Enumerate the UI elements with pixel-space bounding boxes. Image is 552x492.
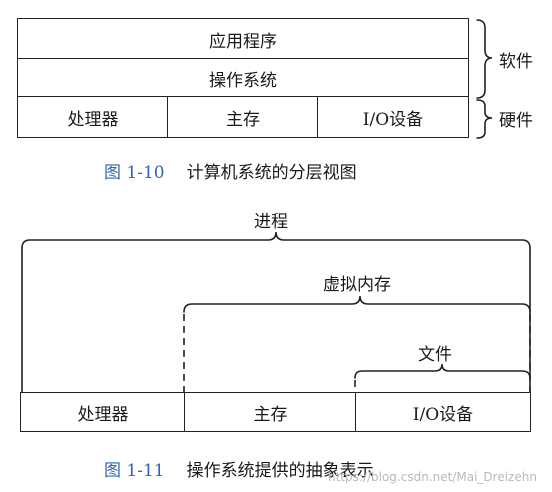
io-devices-box-2: I/O设备 [355, 392, 531, 432]
process-brace [21, 231, 531, 249]
files-label: 文件 [418, 345, 452, 365]
process-label: 进程 [254, 212, 288, 232]
hardware-label: 硬件 [499, 111, 533, 131]
applications-label: 应用程序 [209, 31, 277, 52]
io-devices-label-2: I/O设备 [412, 404, 474, 425]
applications-layer: 应用程序 [17, 18, 469, 60]
caption-text: 计算机系统的分层视图 [186, 163, 357, 183]
figure-caption-1-11: 图 1-11 操作系统提供的抽象表示 [104, 456, 374, 481]
io-devices-box: I/O设备 [317, 96, 469, 138]
figure-caption-1-10: 图 1-10 计算机系统的分层视图 [104, 158, 357, 183]
processor-label-2: 处理器 [77, 404, 129, 425]
processor-label: 处理器 [67, 109, 119, 130]
watermark: https://blog.csdn.net/Mai_Dreizehn [328, 470, 537, 484]
caption-text-2: 操作系统提供的抽象表示 [186, 461, 374, 481]
hardware-brace [476, 99, 493, 139]
os-label: 操作系统 [209, 70, 277, 91]
caption-number: 图 1-10 [104, 163, 165, 183]
virtual-memory-brace [183, 295, 531, 313]
main-memory-label: 主存 [226, 109, 260, 130]
main-memory-box: 主存 [167, 96, 319, 138]
processor-box-2: 处理器 [20, 392, 186, 432]
main-memory-box-2: 主存 [184, 392, 357, 432]
virtual-memory-label: 虚拟内存 [323, 275, 391, 295]
os-layer: 操作系统 [17, 58, 469, 98]
io-devices-label: I/O设备 [362, 109, 424, 130]
main-memory-label-2: 主存 [253, 404, 288, 425]
caption-number-2: 图 1-11 [104, 461, 165, 481]
software-brace [476, 19, 493, 99]
processor-box: 处理器 [17, 96, 169, 138]
software-label: 软件 [499, 52, 533, 72]
files-brace [354, 363, 531, 379]
